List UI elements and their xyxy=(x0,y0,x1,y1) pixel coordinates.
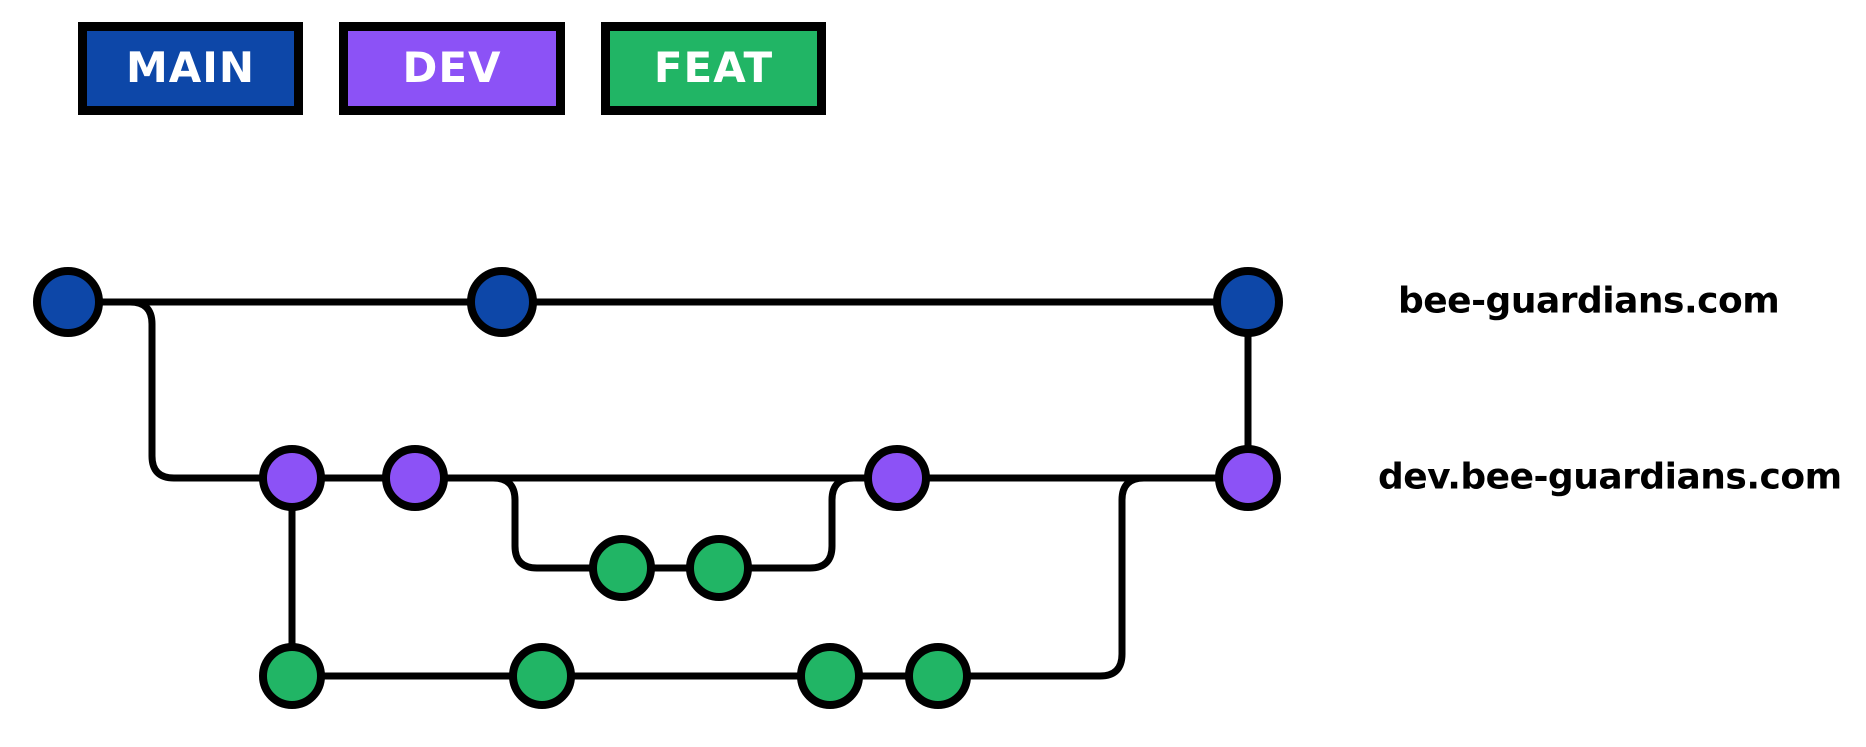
commit-node-dev xyxy=(259,445,325,511)
legend-label-dev: DEV xyxy=(402,42,502,92)
commit-node-feat xyxy=(686,535,752,601)
edge-feat1-merge xyxy=(809,474,855,572)
commit-node-feat xyxy=(797,643,863,709)
legend-label-main: MAIN xyxy=(125,42,256,92)
commit-node-feat xyxy=(259,643,325,709)
edge-main-to-dev-branch xyxy=(129,298,175,482)
legend-badge-main: MAIN xyxy=(78,22,303,115)
legend: MAIN DEV FEAT xyxy=(0,0,1866,130)
edge-feat2-merge xyxy=(1099,474,1145,680)
dev-branch-url-label: dev.bee-guardians.com xyxy=(1378,456,1842,498)
commit-node-dev xyxy=(382,445,448,511)
legend-badge-dev: DEV xyxy=(339,22,565,115)
commit-node-feat xyxy=(589,535,655,601)
commit-node-dev xyxy=(1215,445,1281,511)
commit-node-main xyxy=(33,267,103,337)
main-branch-url-label: bee-guardians.com xyxy=(1398,280,1780,322)
legend-badge-feat: FEAT xyxy=(601,22,826,115)
commit-node-dev xyxy=(864,445,930,511)
commit-node-feat xyxy=(905,643,971,709)
commit-node-main xyxy=(467,267,537,337)
legend-label-feat: FEAT xyxy=(653,42,774,92)
commit-node-feat xyxy=(509,643,575,709)
edge-dev-to-feat1-branch xyxy=(492,474,538,572)
commit-node-main xyxy=(1213,267,1283,337)
